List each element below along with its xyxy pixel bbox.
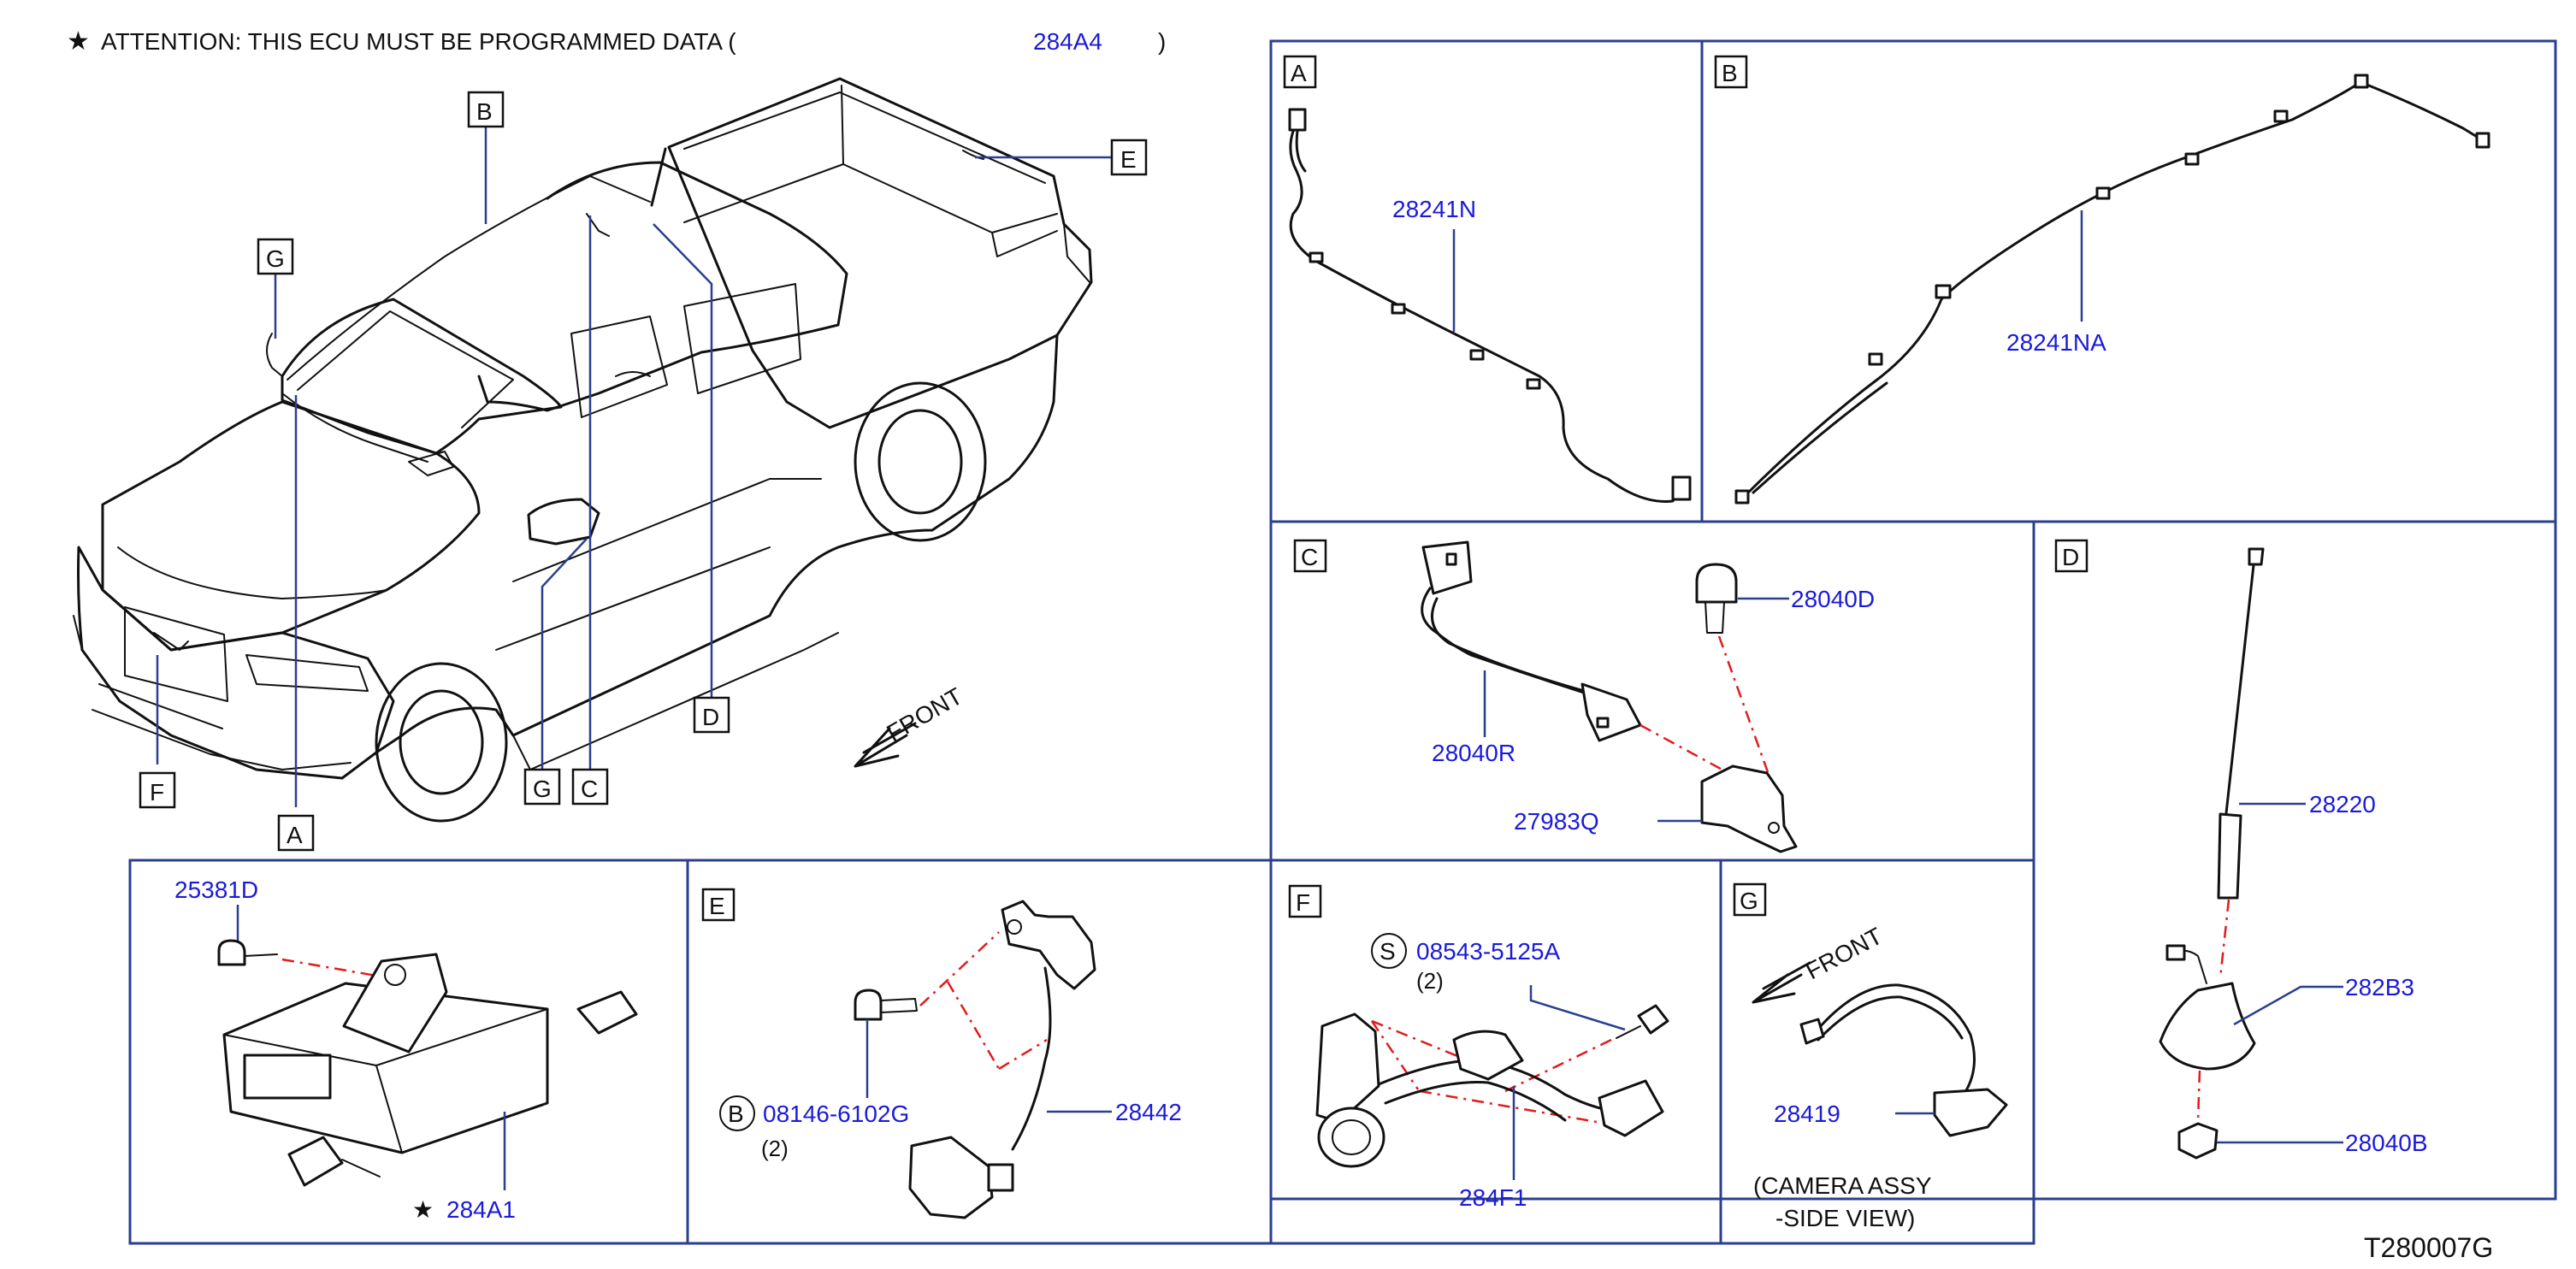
figure-id: T280007G [2364, 1232, 2493, 1263]
panel-b: B 28241NA [1714, 55, 2490, 505]
part-08146-6102g[interactable]: 08146-6102G [763, 1101, 909, 1127]
panel-c: C 28040D 27983Q 28040R [1293, 539, 1875, 853]
panel-f: F S 08543-5125A (2) 284F1 [1288, 884, 1669, 1211]
part-25381d[interactable]: 25381D [174, 876, 258, 903]
part-28040b[interactable]: 28040B [2345, 1130, 2428, 1156]
attention-star: ★ [67, 27, 90, 56]
callout-g-bottom: G [533, 776, 552, 802]
panel-g-letter: G [1740, 888, 1758, 914]
callout-box-f[interactable] [139, 771, 176, 809]
pickup-truck-illustration [73, 77, 1093, 823]
attention-close: ) [1158, 28, 1166, 55]
attention-text: ATTENTION: THIS ECU MUST BE PROGRAMMED D… [101, 28, 736, 55]
attention-code[interactable]: 284A4 [1033, 28, 1102, 55]
harness-28241n[interactable] [1289, 115, 1683, 503]
rear-wheel [854, 381, 987, 542]
part-28241na[interactable]: 28241NA [2006, 329, 2106, 356]
ecu-star: ★ [412, 1196, 434, 1223]
callout-a: A [287, 822, 303, 848]
caption-line2: -SIDE VIEW) [1775, 1205, 1915, 1231]
callout-f: F [150, 779, 164, 806]
bolt-qty: (2) [761, 1136, 789, 1161]
panel-g-front: FRONT [1801, 923, 1887, 985]
harness-28241na[interactable] [1740, 80, 2487, 501]
callout-box-g-top[interactable] [257, 238, 294, 275]
part-27983q[interactable]: 27983Q [1514, 808, 1599, 835]
bracket-27983q[interactable] [1700, 764, 1798, 853]
callout-box-b[interactable] [467, 91, 505, 128]
camera-284f1[interactable] [1317, 1107, 1385, 1168]
roof-antenna [650, 147, 667, 207]
panel-c-letter: C [1301, 544, 1318, 570]
bolt-symbol: B [728, 1101, 744, 1127]
callout-b: B [476, 98, 493, 125]
part-284f1[interactable]: 284F1 [1459, 1184, 1527, 1211]
part-28040r[interactable]: 28040R [1432, 740, 1515, 766]
panel-b-letter: B [1722, 60, 1738, 86]
camera-bracket[interactable] [1001, 900, 1096, 990]
panel-frames [128, 39, 2557, 1245]
antenna-base-282b3[interactable] [2159, 982, 2256, 1071]
part-282b3[interactable]: 282B3 [2345, 974, 2414, 1000]
screw-25381d[interactable] [217, 939, 246, 966]
part-28241n[interactable]: 28241N [1392, 196, 1476, 222]
callout-d: D [702, 704, 719, 730]
caption-line1: (CAMERA ASSY [1753, 1172, 1932, 1199]
callout-box-g-bottom[interactable] [523, 768, 561, 806]
front-arrow-marker: FRONT [854, 682, 967, 768]
part-08543-5125a[interactable]: 08543-5125A [1416, 938, 1560, 965]
part-28442[interactable]: 28442 [1115, 1099, 1182, 1125]
panel-a: A 28241N [1283, 55, 1692, 503]
ecu-284a1[interactable] [222, 982, 549, 1154]
callout-g-top: G [266, 245, 285, 272]
callout-box-c[interactable] [571, 768, 609, 806]
part-28419[interactable]: 28419 [1774, 1101, 1840, 1127]
antenna-rod-28220[interactable] [2224, 556, 2256, 823]
part-28220[interactable]: 28220 [2309, 791, 2376, 817]
callout-c: C [581, 776, 598, 802]
panel-e: E B 08146-6102G (2) 28442 [701, 888, 1182, 1219]
camera-lead-28419[interactable] [1811, 983, 1976, 1096]
screw-qty: (2) [1416, 968, 1444, 994]
callout-box-a[interactable] [277, 814, 315, 852]
panel-a-letter: A [1291, 60, 1307, 86]
frame-top-right [1269, 39, 2557, 523]
panel-d: D 28220 282B3 28040B [2054, 539, 2428, 1160]
panel-d-letter: D [2062, 544, 2079, 570]
screw-08543-5125a[interactable] [1637, 1004, 1669, 1035]
camera-lead-28442[interactable] [1011, 966, 1052, 1151]
panel-e-letter: E [709, 893, 725, 919]
callout-e: E [1120, 146, 1137, 173]
side-mirror [527, 498, 600, 546]
vehicle-callouts: B E G D G C F A [139, 91, 1148, 852]
panel-f-letter: F [1296, 889, 1310, 916]
bolt-28040d[interactable] [1695, 563, 1738, 604]
front-wheel [375, 662, 508, 823]
panel-g: G FRONT 28419 (CAMERA ASSY -SIDE VIEW) [1733, 882, 2008, 1231]
callout-box-e[interactable] [1110, 139, 1148, 176]
part-28040d[interactable]: 28040D [1791, 586, 1875, 612]
frame-bottom [128, 859, 2035, 1245]
panel-ecu: 25381D ★ 284A1 [174, 876, 638, 1223]
nut-28040b[interactable] [2177, 1122, 2219, 1160]
part-284a1[interactable]: 284A1 [446, 1196, 516, 1223]
callout-box-d[interactable] [693, 696, 730, 734]
attention-note: ★ ATTENTION: THIS ECU MUST BE PROGRAMMED… [67, 27, 1166, 56]
front-label: FRONT [883, 682, 967, 747]
screw-symbol: S [1380, 938, 1396, 965]
bolt-08146-6102g[interactable] [854, 989, 883, 1021]
vehicle-leaders [156, 127, 1112, 807]
